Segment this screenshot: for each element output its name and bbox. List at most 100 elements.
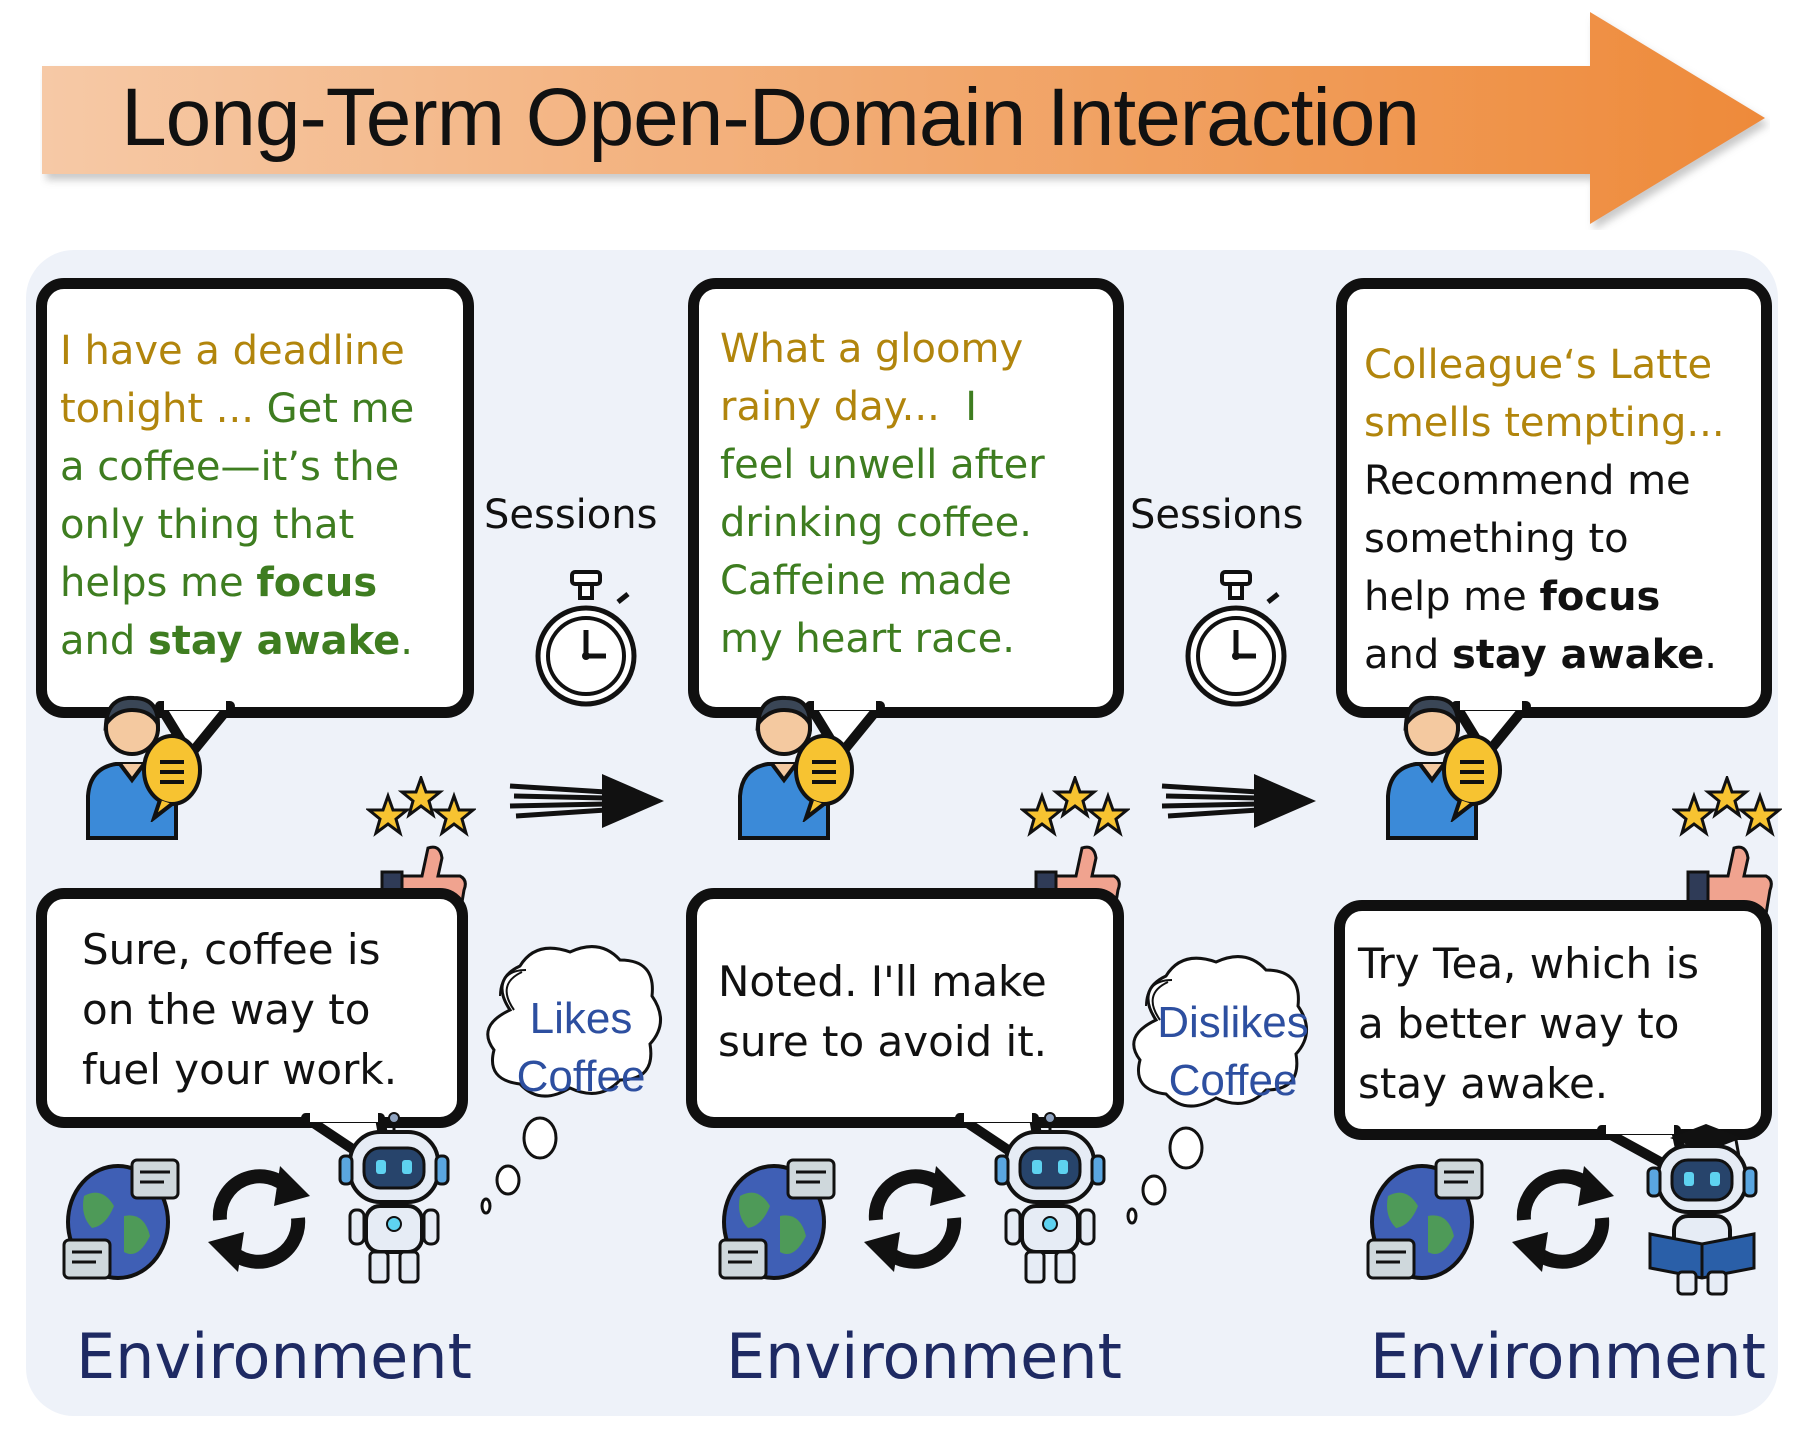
- message-segment: only thing that: [60, 502, 355, 548]
- agent-bubble-1: [36, 888, 468, 1128]
- message-segment: Colleague‘s Latte: [1364, 342, 1713, 388]
- refresh-cycle-icon: [208, 1166, 310, 1272]
- user-bubble-tail-3: [1451, 700, 1531, 760]
- message-line: and stay awake.: [60, 612, 480, 670]
- sessions-label-1: Sessions: [484, 492, 658, 538]
- message-segment: and: [1364, 632, 1452, 678]
- message-line: Recommend me: [1364, 452, 1768, 510]
- message-segment: and: [60, 618, 148, 664]
- thought-line: Dislikes: [1157, 998, 1309, 1047]
- message-segment: a coffee—it’s the: [60, 444, 400, 490]
- message-line: smells tempting...: [1364, 394, 1768, 452]
- message-line: something to: [1364, 510, 1768, 568]
- message-line: Sure, coffee is: [82, 925, 381, 974]
- message-line: What a gloomy: [720, 320, 1130, 378]
- user-bubble-1: [36, 278, 474, 718]
- agent-bubble-3: [1334, 900, 1772, 1140]
- message-line: fuel your work.: [82, 1045, 398, 1094]
- environment-label-1: Environment: [76, 1320, 472, 1393]
- message-segment: helps me: [60, 560, 257, 606]
- message-line: feel unwell after: [720, 436, 1130, 494]
- message-line: tonight ... Get me: [60, 380, 480, 438]
- chat-bubble-icon: [794, 734, 854, 822]
- banner-title: Long-Term Open-Domain Interaction: [121, 72, 1420, 163]
- message-line: Colleague‘s Latte: [1364, 336, 1768, 394]
- thought-cloud-icon: [480, 945, 662, 1215]
- robot-icon: [1646, 1124, 1758, 1296]
- stars-icon: [1672, 776, 1782, 837]
- globe-icon: [62, 1158, 180, 1280]
- message-segment: tonight ...: [60, 386, 267, 432]
- thought-cloud-icon: [1126, 955, 1308, 1225]
- thought-preference-1: Likes Coffee: [496, 990, 666, 1106]
- refresh-cycle-icon: [1512, 1166, 1614, 1272]
- refresh-cycle-icon: [864, 1166, 966, 1272]
- message-line: I have a deadline: [60, 322, 480, 380]
- stopwatch-icon: [535, 570, 637, 707]
- robot-icon: [994, 1112, 1106, 1284]
- message-line: a better way to: [1358, 999, 1680, 1048]
- message-segment: focus: [256, 560, 378, 606]
- agent-message-3: Try Tea, which is a better way to stay awa…: [1358, 934, 1768, 1114]
- user-message-3: Colleague‘s Latte smells tempting... Recom…: [1364, 336, 1768, 684]
- message-segment: I: [965, 384, 978, 430]
- arrow-right-icon: [1161, 774, 1316, 828]
- message-segment: Get me: [266, 386, 415, 432]
- message-segment: my heart race.: [720, 616, 1015, 662]
- environment-label-3: Environment: [1370, 1320, 1766, 1393]
- message-line: sure to avoid it.: [718, 1017, 1048, 1066]
- sessions-label-2: Sessions: [1130, 492, 1304, 538]
- message-line: helps me focus: [60, 554, 480, 612]
- message-segment: stay awake: [1451, 632, 1705, 678]
- globe-icon: [718, 1158, 836, 1280]
- user-bubble-tail-2: [805, 700, 885, 760]
- stopwatch-icon: [1185, 570, 1287, 707]
- message-segment: focus: [1539, 574, 1661, 620]
- chat-bubble-icon: [142, 734, 202, 822]
- message-segment: .: [400, 618, 413, 664]
- robot-icon: [338, 1112, 450, 1284]
- message-segment: feel unwell after: [720, 442, 1045, 488]
- banner-arrow: [42, 12, 1765, 224]
- stars-icon: [1020, 776, 1130, 837]
- message-segment: .: [1704, 632, 1717, 678]
- message-line: drinking coffee.: [720, 494, 1130, 552]
- message-line: rainy day... I: [720, 378, 1130, 436]
- agent-message-1: Sure, coffee is on the way to fuel your wo…: [82, 920, 462, 1100]
- agent-message-2: Noted. I'll make sure to avoid it.: [718, 952, 1118, 1072]
- user-bubble-tail-1: [155, 700, 235, 760]
- message-line: only thing that: [60, 496, 480, 554]
- message-segment: stay awake: [147, 618, 401, 664]
- message-segment: smells tempting...: [1364, 400, 1725, 446]
- message-segment: What a gloomy: [720, 326, 1024, 372]
- message-line: and stay awake.: [1364, 626, 1768, 684]
- user-bubble-3: [1336, 278, 1772, 718]
- stars-icon: [366, 776, 476, 837]
- environment-label-2: Environment: [726, 1320, 1122, 1393]
- thought-preference-2: Dislikes Coffee: [1138, 994, 1328, 1110]
- globe-icon: [1366, 1158, 1484, 1280]
- message-line: Try Tea, which is: [1358, 939, 1700, 988]
- message-line: help me focus: [1364, 568, 1768, 626]
- message-line: my heart race.: [720, 610, 1130, 668]
- message-segment: Caffeine made: [720, 558, 1012, 604]
- message-line: on the way to: [82, 985, 371, 1034]
- message-line: Noted. I'll make: [718, 957, 1047, 1006]
- message-line: a coffee—it’s the: [60, 438, 480, 496]
- message-segment: something to: [1364, 516, 1629, 562]
- message-line: Caffeine made: [720, 552, 1130, 610]
- arrow-right-icon: [509, 774, 664, 828]
- chat-bubble-icon: [1442, 734, 1502, 822]
- message-segment: rainy day...: [720, 384, 966, 430]
- message-line: stay awake.: [1358, 1059, 1609, 1108]
- user-bubble-2: [688, 278, 1124, 718]
- message-segment: Recommend me: [1364, 458, 1691, 504]
- message-segment: help me: [1364, 574, 1540, 620]
- thought-line: Coffee: [516, 1052, 646, 1101]
- thought-line: Coffee: [1168, 1056, 1298, 1105]
- thought-line: Likes: [529, 994, 633, 1043]
- agent-bubble-2: [686, 888, 1124, 1128]
- message-segment: drinking coffee.: [720, 500, 1032, 546]
